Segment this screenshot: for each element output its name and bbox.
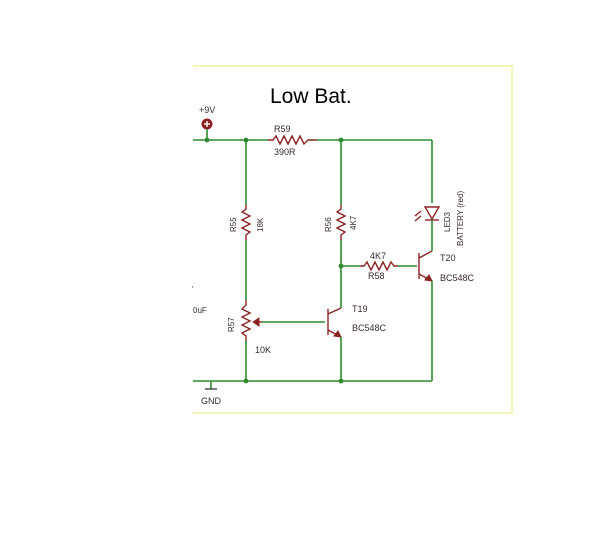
junction-dot	[338, 137, 344, 143]
r56-value-label: 4K7	[349, 215, 358, 230]
r56-resistor-icon	[335, 205, 347, 240]
r58-ref-label: R58	[368, 271, 385, 281]
r58-value-label: 4K7	[370, 251, 386, 261]
ground-label: GND	[201, 396, 222, 406]
t19-ref-label: T19	[352, 304, 368, 314]
t19-value-label: BC548C	[352, 323, 387, 333]
title-background	[262, 74, 454, 110]
partial-marker: '	[192, 285, 194, 294]
junction-dot	[338, 378, 344, 384]
junction-dot	[243, 137, 249, 143]
led-ray-2	[414, 215, 422, 222]
supply-label: +9V	[199, 105, 215, 115]
r57-potentiometer-icon	[240, 300, 252, 341]
r57-ref-label: R57	[227, 317, 236, 332]
r58-resistor-icon	[360, 260, 398, 272]
r57-wiper-arrow-icon	[252, 317, 260, 327]
t19-collector-leg	[327, 307, 342, 315]
r59-resistor-icon	[268, 134, 317, 146]
r59-value-label: 390R	[274, 147, 296, 157]
t20-emitter-arrow-icon	[424, 274, 433, 282]
junction-dot	[338, 263, 344, 269]
diagram-frame-top-right	[193, 65, 513, 414]
r59-ref-label: R59	[274, 124, 291, 134]
led-value-label: BATTERY (red)	[456, 191, 465, 246]
t20-value-label: BC548C	[440, 273, 475, 283]
r55-ref-label: R55	[229, 217, 238, 232]
junction-dot	[243, 378, 249, 384]
r56-ref-label: R56	[324, 217, 333, 232]
t20-collector-leg	[418, 250, 433, 259]
t20-ref-label: T20	[440, 253, 456, 263]
diagram-title: Low Bat.	[270, 85, 352, 108]
r55-value-label: 18K	[256, 217, 265, 232]
junction-dot	[204, 137, 210, 143]
t19-emitter-arrow-icon	[333, 330, 342, 338]
r55-resistor-icon	[240, 205, 252, 240]
r57-value-label: 10K	[255, 345, 271, 355]
led-diode-icon	[423, 206, 441, 221]
led-ray-1	[414, 210, 422, 217]
partial-capacitor-label: 0uF	[193, 306, 207, 315]
led-ref-label: LED3	[443, 211, 452, 232]
